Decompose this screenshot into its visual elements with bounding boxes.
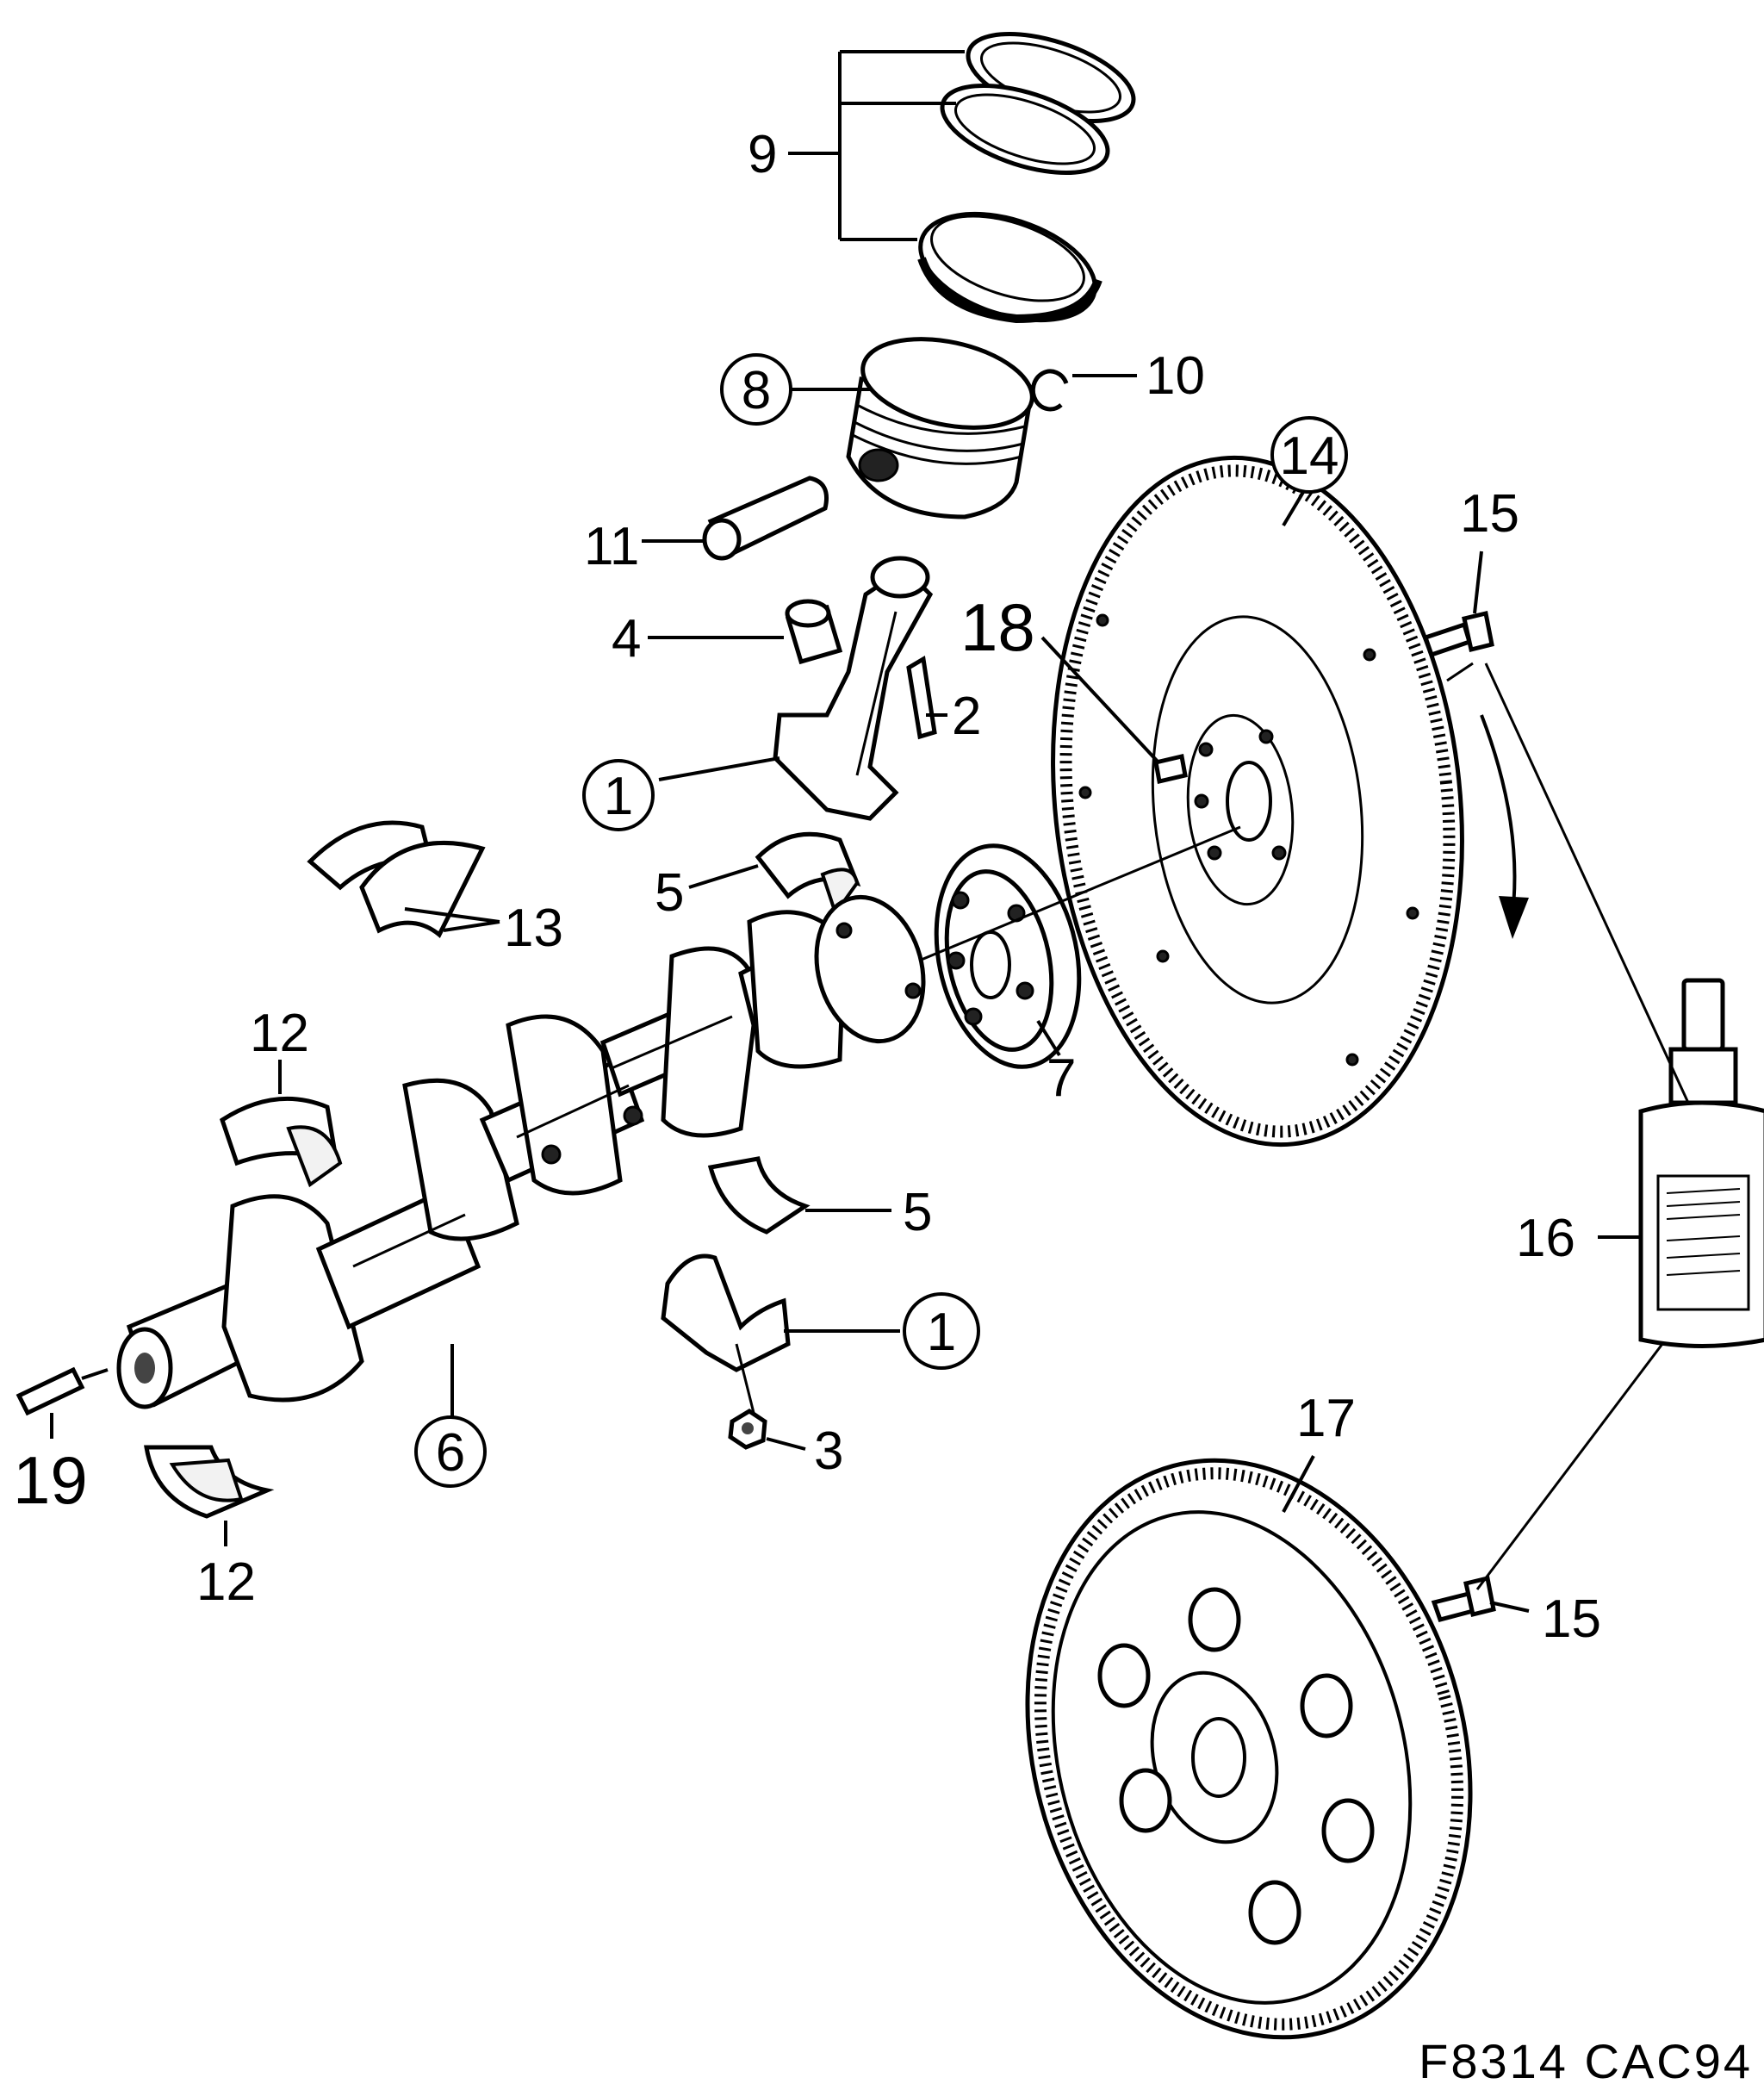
- leader-15a: [1473, 550, 1483, 614]
- main-bearing-shell-upper-front: [220, 1096, 343, 1188]
- label-11: 11: [584, 517, 639, 576]
- big-end-shell-lower: [707, 1156, 811, 1235]
- label-19: 19: [13, 1442, 88, 1518]
- big-end-shell-upper: [755, 831, 861, 917]
- leader-1a: [658, 756, 780, 781]
- flexplate-bolt-lower: [1431, 1575, 1496, 1623]
- leader-13: [404, 907, 500, 932]
- rotation-arrow-head: [1499, 896, 1529, 939]
- label-14: 14: [1280, 426, 1339, 486]
- leader-7: [1036, 1019, 1061, 1057]
- crankshaft: [116, 894, 926, 1409]
- bottle-to-bolt-lower: [1475, 1343, 1664, 1590]
- label-7: 7: [1047, 1048, 1076, 1108]
- leader-5a: [688, 864, 759, 889]
- label-1a: 1: [604, 767, 633, 826]
- thread-locker-bottle: [1638, 978, 1764, 1348]
- label-1b: 1: [927, 1303, 956, 1362]
- circlip: [1030, 369, 1069, 412]
- label-12b: 12: [196, 1552, 256, 1612]
- callout-circle-14: [1270, 416, 1348, 494]
- woodruff-key: [16, 1366, 85, 1416]
- label-12a: 12: [250, 1004, 309, 1063]
- label-5b: 5: [903, 1183, 932, 1242]
- label-18: 18: [960, 589, 1035, 665]
- connecting-rod-cap: [661, 1253, 791, 1414]
- main-bearing-shells-upper: [307, 820, 486, 938]
- rod-nut: [728, 1409, 767, 1450]
- label-15b: 15: [1542, 1589, 1601, 1649]
- figure-reference: F8314 CAC94: [1419, 2034, 1753, 2088]
- piston-rings: [917, 31, 1136, 324]
- leader-9: [788, 50, 965, 241]
- leader-18: [1040, 636, 1160, 764]
- label-4: 4: [612, 609, 641, 669]
- label-3: 3: [814, 1421, 843, 1481]
- label-13: 13: [504, 899, 563, 958]
- label-10: 10: [1146, 346, 1205, 406]
- label-16: 16: [1516, 1209, 1575, 1268]
- leader-3: [766, 1437, 806, 1451]
- main-bearing-shell-lower-front: [144, 1445, 275, 1519]
- flexplate: [1025, 1458, 1473, 2040]
- dowel-pin: [1153, 753, 1188, 785]
- label-5a: 5: [655, 863, 684, 923]
- connecting-rod: [773, 556, 937, 821]
- label-6: 6: [436, 1423, 465, 1483]
- piston: [846, 337, 1034, 519]
- label-15a: 15: [1460, 484, 1519, 544]
- leader-15b: [1489, 1601, 1530, 1613]
- label-2: 2: [952, 687, 981, 746]
- callout-circle-8: [720, 353, 792, 426]
- callout-circle-1a: [582, 759, 655, 831]
- label-9: 9: [748, 125, 777, 184]
- gudgeon-pin: [702, 476, 829, 561]
- callout-circle-1b: [903, 1292, 980, 1370]
- flywheel: [1051, 455, 1464, 1148]
- leader-19: [50, 1368, 109, 1439]
- callout-circle-6: [414, 1415, 487, 1488]
- label-8: 8: [742, 361, 771, 420]
- flywheel-bolt-upper: [1422, 610, 1494, 658]
- label-17: 17: [1296, 1389, 1356, 1448]
- bottle-to-bolt-upper: [1446, 662, 1690, 1104]
- small-end-bush: [785, 599, 843, 665]
- rotation-arrow: [1480, 714, 1517, 923]
- leader-17: [1282, 1455, 1315, 1513]
